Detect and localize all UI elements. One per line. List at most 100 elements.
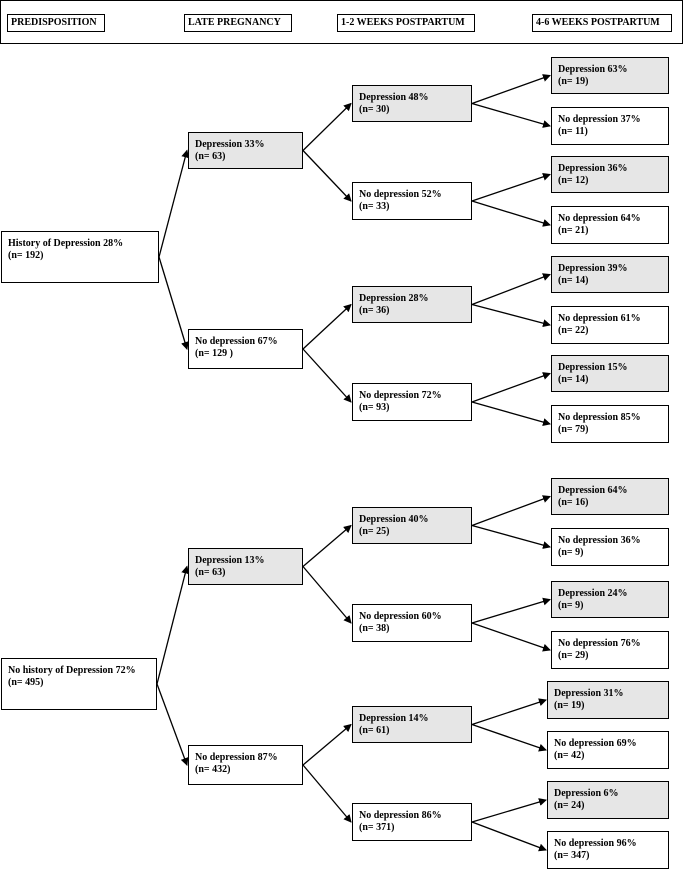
connector-arrow	[471, 172, 551, 202]
early-postpartum-node: Depression 28%(n= 36)	[352, 286, 472, 323]
late-postpartum-node: No depression 37%(n= 11)	[551, 107, 669, 145]
connector-arrow	[471, 495, 551, 527]
node-count: (n= 9)	[558, 600, 584, 611]
node-label: No depression 67%	[195, 336, 278, 347]
node-label: No depression 72%	[359, 390, 442, 401]
late-postpartum-node: Depression 63%(n= 19)	[551, 57, 669, 94]
connector-arrow	[471, 401, 551, 426]
node-label: No depression 76%	[558, 638, 641, 649]
node-label: Depression 36%	[558, 163, 628, 174]
connector-arrow	[471, 698, 547, 726]
early-postpartum-node: No depression 86%(n= 371)	[352, 803, 472, 841]
late-postpartum-node: Depression 39%(n= 14)	[551, 256, 669, 293]
root-node: No history of Depression 72%(n= 495)	[1, 658, 157, 710]
connector-arrow	[156, 683, 189, 766]
node-count: (n= 24)	[554, 800, 585, 811]
connector-arrow	[471, 622, 551, 652]
node-count: (n= 12)	[558, 175, 589, 186]
late-postpartum-node: Depression 31%(n= 19)	[547, 681, 669, 719]
late-postpartum-node: No depression 69%(n= 42)	[547, 731, 669, 769]
node-count: (n= 495)	[8, 677, 44, 688]
node-label: No history of Depression 72%	[8, 665, 136, 676]
node-label: No depression 64%	[558, 213, 641, 224]
node-count: (n= 22)	[558, 325, 589, 336]
node-count: (n= 14)	[558, 374, 589, 385]
connector-arrow	[302, 348, 352, 403]
node-count: (n= 38)	[359, 623, 390, 634]
late-postpartum-node: No depression 61%(n= 22)	[551, 306, 669, 344]
node-count: (n= 19)	[558, 76, 589, 87]
node-count: (n= 19)	[554, 700, 585, 711]
node-count: (n= 42)	[554, 750, 585, 761]
root-node: History of Depression 28%(n= 192)	[1, 231, 159, 283]
connector-arrow	[471, 723, 547, 752]
node-count: (n= 79)	[558, 424, 589, 435]
late-pregnancy-node: Depression 33%(n= 63)	[188, 132, 303, 169]
early-postpartum-node: Depression 48%(n= 30)	[352, 85, 472, 122]
node-label: Depression 6%	[554, 788, 619, 799]
connector-arrow	[471, 372, 551, 403]
node-label: History of Depression 28%	[8, 238, 124, 249]
node-count: (n= 25)	[359, 526, 390, 537]
node-label: No depression 52%	[359, 189, 442, 200]
node-count: (n= 29)	[558, 650, 589, 661]
header-predisposition: PREDISPOSITION	[7, 14, 105, 32]
header-1-2-weeks: 1-2 WEEKS POSTPARTUM	[337, 14, 475, 32]
node-label: Depression 31%	[554, 688, 624, 699]
connector-arrow	[471, 597, 551, 624]
node-count: (n= 129 )	[195, 348, 233, 359]
node-count: (n= 11)	[558, 126, 588, 137]
header-4-6-weeks: 4-6 WEEKS POSTPARTUM	[532, 14, 672, 32]
node-label: Depression 24%	[558, 588, 628, 599]
early-postpartum-node: No depression 60%(n= 38)	[352, 604, 472, 642]
late-postpartum-node: No depression 85%(n= 79)	[551, 405, 669, 443]
node-label: No depression 36%	[558, 535, 641, 546]
node-label: Depression 64%	[558, 485, 628, 496]
connector-arrow	[471, 74, 551, 105]
node-count: (n= 16)	[558, 497, 589, 508]
node-label: Depression 63%	[558, 64, 628, 75]
node-label: No depression 37%	[558, 114, 641, 125]
late-postpartum-node: Depression 24%(n= 9)	[551, 581, 669, 618]
node-count: (n= 371)	[359, 822, 395, 833]
node-label: Depression 39%	[558, 263, 628, 274]
header-frame	[0, 0, 683, 44]
late-postpartum-node: Depression 15%(n= 14)	[551, 355, 669, 392]
node-count: (n= 36)	[359, 305, 390, 316]
late-postpartum-node: No depression 96%(n= 347)	[547, 831, 669, 869]
node-label: Depression 13%	[195, 555, 265, 566]
connector-arrow	[471, 303, 551, 328]
connector-arrow	[302, 524, 352, 567]
node-label: No depression 60%	[359, 611, 442, 622]
late-pregnancy-node: Depression 13%(n= 63)	[188, 548, 303, 585]
node-label: No depression 61%	[558, 313, 641, 324]
connector-arrow	[158, 256, 189, 350]
node-label: Depression 14%	[359, 713, 429, 724]
node-count: (n= 432)	[195, 764, 231, 775]
node-count: (n= 30)	[359, 104, 390, 115]
early-postpartum-node: Depression 40%(n= 25)	[352, 507, 472, 544]
node-label: No depression 96%	[554, 838, 637, 849]
node-label: Depression 15%	[558, 362, 628, 373]
connector-arrow	[158, 149, 190, 258]
late-postpartum-node: No depression 64%(n= 21)	[551, 206, 669, 244]
connector-arrow	[302, 102, 352, 151]
late-pregnancy-node: No depression 67%(n= 129 )	[188, 329, 303, 369]
node-label: Depression 48%	[359, 92, 429, 103]
late-pregnancy-node: No depression 87%(n= 432)	[188, 745, 303, 785]
node-count: (n= 63)	[195, 151, 226, 162]
node-count: (n= 21)	[558, 225, 589, 236]
late-postpartum-node: Depression 64%(n= 16)	[551, 478, 669, 515]
connector-arrow	[302, 303, 352, 350]
node-count: (n= 192)	[8, 250, 44, 261]
connector-arrow	[471, 524, 551, 549]
node-count: (n= 9)	[558, 547, 584, 558]
node-label: No depression 69%	[554, 738, 637, 749]
node-count: (n= 63)	[195, 567, 226, 578]
connector-arrow	[302, 150, 352, 202]
node-label: No depression 87%	[195, 752, 278, 763]
node-count: (n= 33)	[359, 201, 390, 212]
header-late-pregnancy: LATE PREGNANCY	[184, 14, 292, 32]
node-label: Depression 40%	[359, 514, 429, 525]
connector-arrow	[471, 821, 547, 852]
